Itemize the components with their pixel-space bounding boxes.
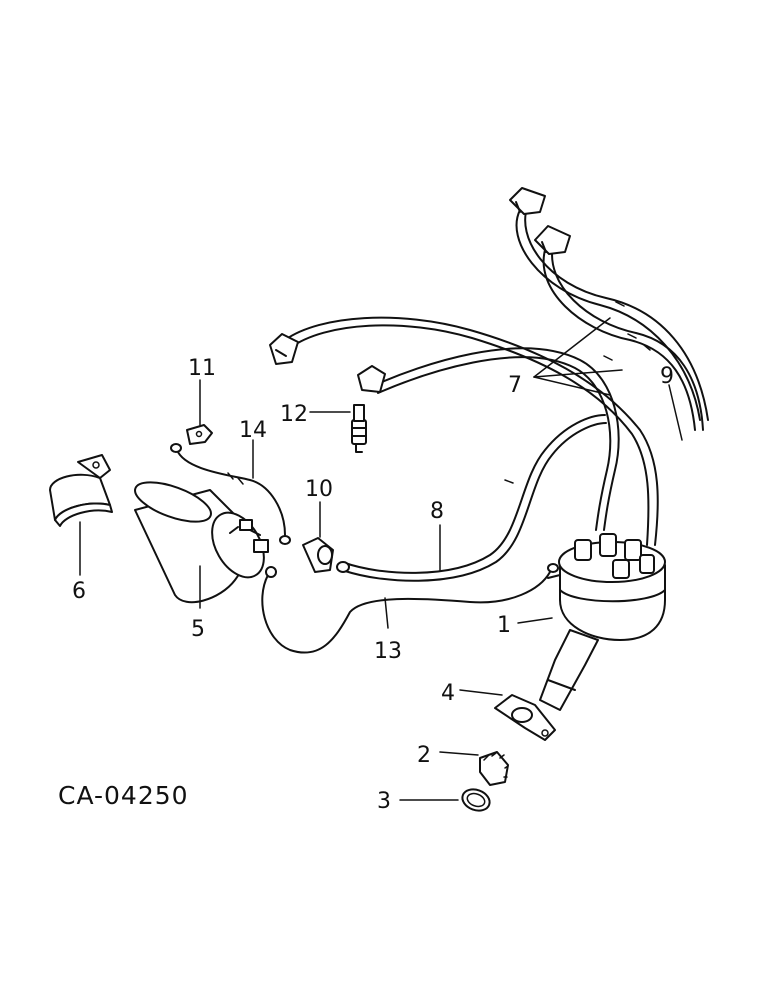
callout-5: 5 <box>191 617 205 642</box>
bracket-and-lead <box>170 424 291 545</box>
callouts: 1 2 3 4 5 6 7 8 9 10 11 12 13 14 <box>72 356 674 814</box>
hold-down-clamp <box>494 694 556 741</box>
callout-2: 2 <box>417 743 431 768</box>
callout-10: 10 <box>305 477 333 502</box>
callout-1: 1 <box>497 613 511 638</box>
primary-lead <box>261 563 559 654</box>
spark-plug <box>351 404 367 453</box>
spark-plug-wire-set <box>284 204 709 546</box>
callout-6: 6 <box>72 579 86 604</box>
plug-boot-top <box>509 187 546 215</box>
callout-7: 7 <box>508 373 522 398</box>
drawing-code: CA-04250 <box>58 781 189 810</box>
plug-boot-second <box>534 225 571 255</box>
ignition-coil <box>134 481 269 604</box>
coil-clamp <box>49 454 113 527</box>
callout-13: 13 <box>374 639 402 664</box>
distributor <box>539 533 666 711</box>
callout-4: 4 <box>441 681 455 706</box>
callout-11: 11 <box>188 356 216 381</box>
coil-wire <box>336 414 607 582</box>
leader-lines <box>79 317 683 801</box>
callout-14: 14 <box>239 418 267 443</box>
drive-gear <box>479 751 509 786</box>
o-ring <box>461 788 491 812</box>
plug-boot-left <box>269 333 299 365</box>
callout-12: 12 <box>280 402 308 427</box>
callout-3: 3 <box>377 789 391 814</box>
plug-boot-angled <box>357 365 386 393</box>
coil-boot <box>302 537 334 573</box>
callout-8: 8 <box>430 499 444 524</box>
callout-9: 9 <box>660 364 674 389</box>
